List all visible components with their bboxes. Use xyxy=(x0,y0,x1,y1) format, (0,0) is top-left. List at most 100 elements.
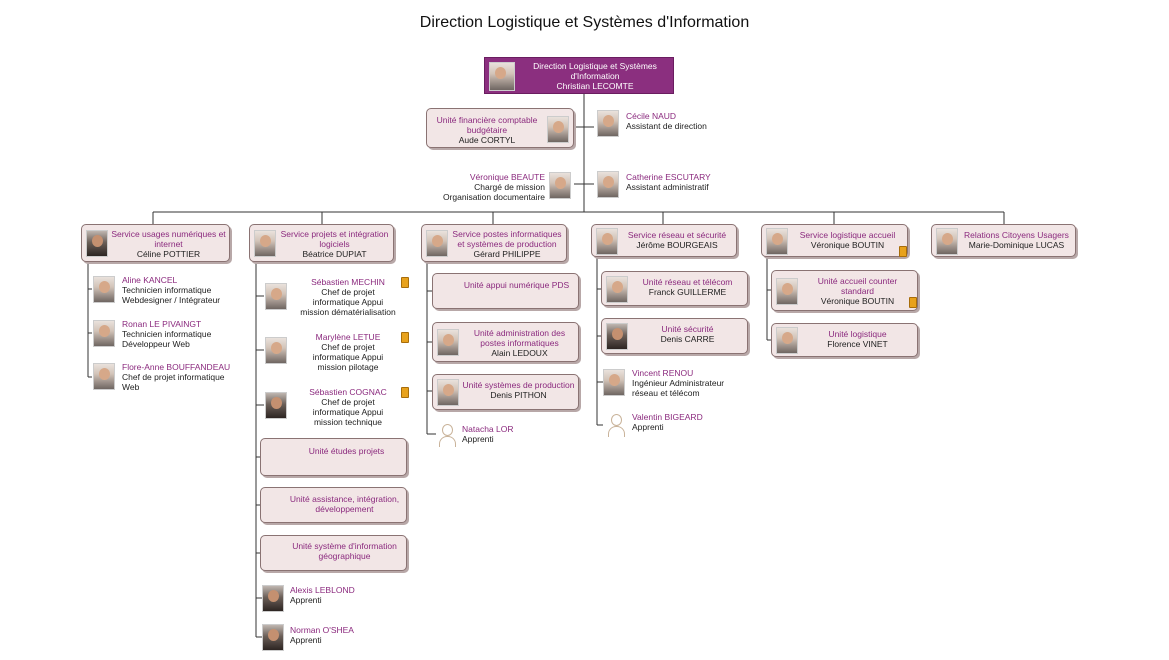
unit-financiere-title: Unité financière comptable budgétaire xyxy=(436,115,538,135)
apprenti-role: Apprenti xyxy=(290,595,322,605)
unit-etudes-box[interactable]: Unité études projets xyxy=(260,438,407,476)
unit-prod-head: Denis PITHON xyxy=(490,390,547,400)
unit-prod-box[interactable]: Unité systèmes de production Denis PITHO… xyxy=(432,374,579,410)
logistique-status-icon xyxy=(899,246,907,257)
renou-photo xyxy=(603,369,625,396)
lor-avatar-icon xyxy=(436,421,458,448)
member-name: Marylène LETUE xyxy=(315,332,381,342)
bourgeais-photo xyxy=(596,228,618,255)
escutary-name: Catherine ESCUTARY xyxy=(626,172,711,182)
dupiat-photo xyxy=(254,230,276,257)
reseau-apprenti: Valentin BIGEARD Apprenti xyxy=(632,412,703,432)
unit-admin-title: Unité administration des postes informat… xyxy=(473,328,566,348)
director-photo xyxy=(489,62,515,91)
accueil-boutin-photo xyxy=(776,278,798,305)
unit-assistance-box[interactable]: Unité assistance, intégration, développe… xyxy=(260,487,407,523)
service-usages-title: Service usages numériques et internet xyxy=(111,229,226,249)
member-role-detail: informatique Appui xyxy=(312,352,384,362)
member-role-detail: Développeur Web xyxy=(122,339,190,349)
member-role: Ingénieur Administrateur xyxy=(632,378,725,388)
unit-telecom-head: Franck GUILLERME xyxy=(648,287,727,297)
naud-name: Cécile NAUD xyxy=(626,111,677,121)
apprenti-role: Apprenti xyxy=(632,422,664,432)
mechin-status-icon xyxy=(401,277,409,288)
member-role-detail: Web xyxy=(122,382,140,392)
member-role-detail: informatique Appui xyxy=(312,407,384,417)
usages-member: Flore-Anne BOUFFANDEAU Chef de projet in… xyxy=(122,362,230,392)
escutary-entry: Catherine ESCUTARY Assistant administrat… xyxy=(626,172,711,192)
unit-securite-title: Unité sécurité xyxy=(661,324,714,334)
unit-accueil-box[interactable]: Unité accueil counter standard Véronique… xyxy=(771,270,918,311)
member-name: Vincent RENOU xyxy=(632,368,694,378)
director-title: Direction Logistique et Systèmes d'Infor… xyxy=(533,61,657,81)
unit-pds-box[interactable]: Unité appui numérique PDS xyxy=(432,273,579,309)
unit-telecom-title: Unité réseau et télécom xyxy=(642,277,733,287)
pithon-photo xyxy=(437,379,459,406)
escutary-photo xyxy=(597,171,619,198)
unit-sig-box[interactable]: Unité système d'information géographique xyxy=(260,535,407,571)
le-pivaingt-photo xyxy=(93,320,115,347)
unit-pds-title: Unité appui numérique PDS xyxy=(463,280,570,290)
service-citoyens-head: Marie-Dominique LUCAS xyxy=(968,240,1065,250)
bouffandeau-photo xyxy=(93,363,115,390)
cognac-photo xyxy=(265,392,287,419)
member-mission: mission dématérialisation xyxy=(300,307,396,317)
service-logistique-box[interactable]: Service logistique accueil Véronique BOU… xyxy=(761,224,908,257)
service-logistique-head: Véronique BOUTIN xyxy=(810,240,885,250)
projets-apprenti: Norman O'SHEA Apprenti xyxy=(290,625,354,645)
usages-member: Aline KANCEL Technicien informatique Web… xyxy=(122,275,220,305)
apprenti-name: Valentin BIGEARD xyxy=(632,412,703,422)
service-reseau-title: Service réseau et sécurité xyxy=(627,230,727,240)
beaute-name: Véronique BEAUTE xyxy=(469,172,545,182)
unit-etudes-title: Unité études projets xyxy=(308,446,385,456)
leblond-photo xyxy=(262,585,284,612)
naud-role: Assistant de direction xyxy=(626,121,707,131)
service-usages-box[interactable]: Service usages numériques et internet Cé… xyxy=(81,224,230,262)
service-citoyens-title: Relations Citoyens Usagers xyxy=(964,230,1069,240)
letue-status-icon xyxy=(401,332,409,343)
unit-securite-box[interactable]: Unité sécurité Denis CARRE xyxy=(601,318,748,354)
member-mission: mission technique xyxy=(313,417,383,427)
member-role: Technicien informatique xyxy=(122,285,212,295)
unit-financiere-box[interactable]: Unité financière comptable budgétaire Au… xyxy=(426,108,574,148)
accueil-status-icon xyxy=(909,297,917,308)
service-reseau-box[interactable]: Service réseau et sécurité Jérôme BOURGE… xyxy=(591,224,737,257)
beaute-photo xyxy=(549,172,571,199)
service-projets-title: Service projets et intégration logiciels xyxy=(280,229,389,249)
unit-accueil-head: Véronique BOUTIN xyxy=(820,296,895,306)
unit-logistique-box[interactable]: Unité logistique Florence VINET xyxy=(771,323,918,357)
member-name: Sébastien MECHIN xyxy=(311,277,385,287)
service-postes-box[interactable]: Service postes informatiques et systèmes… xyxy=(421,224,567,262)
bigeard-avatar-icon xyxy=(605,411,627,438)
service-projets-box[interactable]: Service projets et intégration logiciels… xyxy=(249,224,394,262)
kancel-photo xyxy=(93,276,115,303)
member-role: Chef de projet informatique xyxy=(122,372,225,382)
director-box[interactable]: Direction Logistique et Systèmes d'Infor… xyxy=(484,57,674,94)
unit-sig-title: Unité système d'information géographique xyxy=(292,541,397,561)
cortyl-photo xyxy=(547,116,569,143)
ledoux-photo xyxy=(437,329,459,356)
unit-admin-box[interactable]: Unité administration des postes informat… xyxy=(432,322,579,362)
beaute-role-detail: Organisation documentaire xyxy=(442,192,545,202)
member-name: Flore-Anne BOUFFANDEAU xyxy=(122,362,231,372)
unit-securite-head: Denis CARRE xyxy=(660,334,715,344)
service-reseau-head: Jérôme BOURGEAIS xyxy=(636,240,718,250)
service-postes-head: Gérard PHILIPPE xyxy=(473,249,541,259)
service-citoyens-box[interactable]: Relations Citoyens Usagers Marie-Dominiq… xyxy=(931,224,1076,257)
member-name: Sébastien COGNAC xyxy=(309,387,387,397)
member-role: Chef de projet xyxy=(321,342,375,352)
beaute-role: Chargé de mission xyxy=(474,182,545,192)
apprenti-role: Apprenti xyxy=(462,434,494,444)
beaute-entry: Véronique BEAUTE Chargé de mission Organ… xyxy=(443,172,545,202)
member-role-detail: réseau et télécom xyxy=(632,388,700,398)
unit-financiere-name: Aude CORTYL xyxy=(458,135,516,145)
chart-title: Direction Logistique et Systèmes d'Infor… xyxy=(419,14,750,31)
service-postes-title: Service postes informatiques et systèmes… xyxy=(452,229,562,249)
unit-admin-head: Alain LEDOUX xyxy=(491,348,548,358)
vinet-photo xyxy=(776,327,798,354)
service-usages-head: Céline POTTIER xyxy=(136,249,201,259)
unit-telecom-box[interactable]: Unité réseau et télécom Franck GUILLERME xyxy=(601,271,748,306)
usages-member: Ronan LE PIVAINGT Technicien informatiqu… xyxy=(122,319,211,349)
apprenti-name: Norman O'SHEA xyxy=(290,625,354,635)
unit-accueil-title: Unité accueil counter standard xyxy=(817,276,898,296)
